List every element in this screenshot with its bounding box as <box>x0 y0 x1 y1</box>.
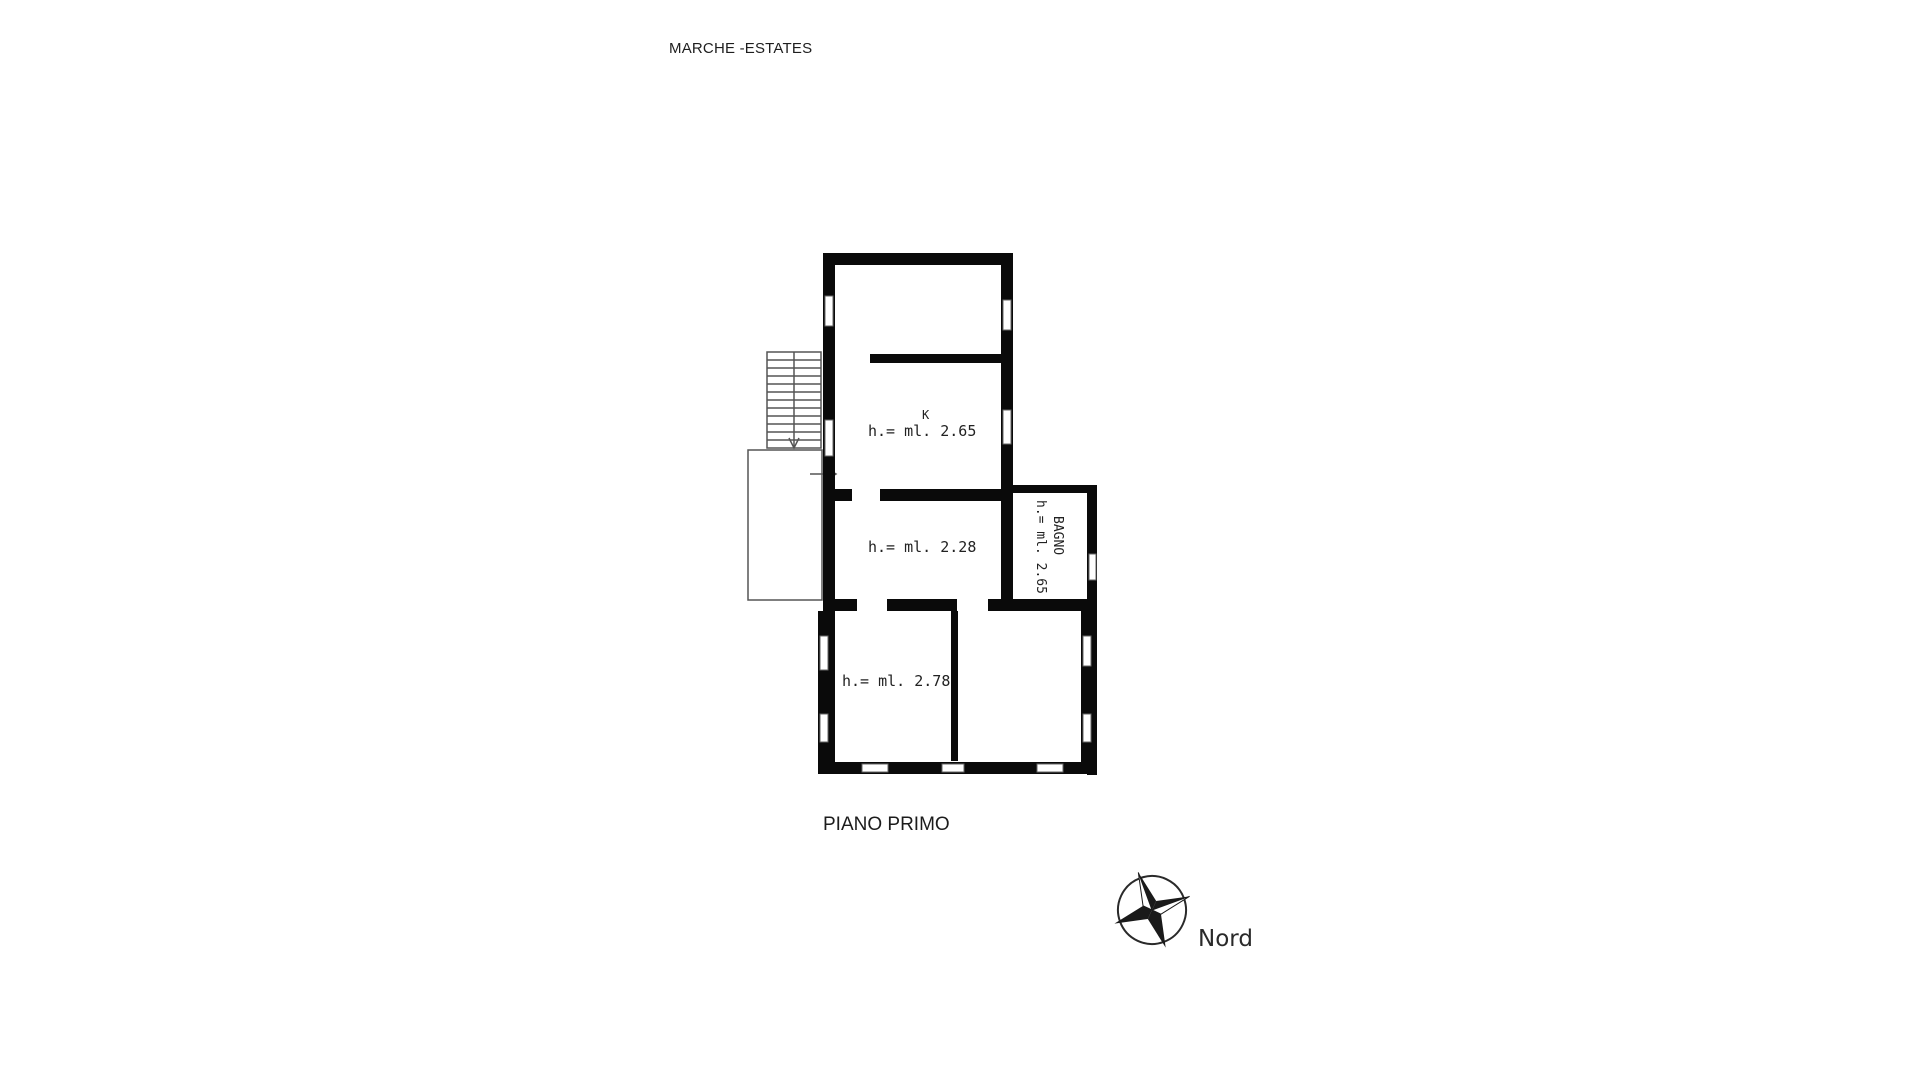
room-height-label: h.= ml. 2.28 <box>868 538 977 556</box>
room-height-label: h.= ml. 2.65 <box>868 422 977 440</box>
room-marker-k: K <box>922 408 930 422</box>
room-name-bagno: BAGNO <box>1050 516 1065 556</box>
external-staircase <box>766 351 822 450</box>
windows <box>819 295 1097 773</box>
room-height-label: h.= ml. 2.65 <box>1033 500 1048 594</box>
compass-rose-icon <box>1114 872 1190 948</box>
agency-name: MARCHE -ESTATES <box>669 40 813 57</box>
room-height-label: h.= ml. 2.78 <box>842 672 951 690</box>
north-label: Nord <box>1198 926 1253 952</box>
walls <box>818 253 1097 775</box>
stair-landing <box>747 449 838 601</box>
floor-caption: PIANO PRIMO <box>823 814 950 835</box>
